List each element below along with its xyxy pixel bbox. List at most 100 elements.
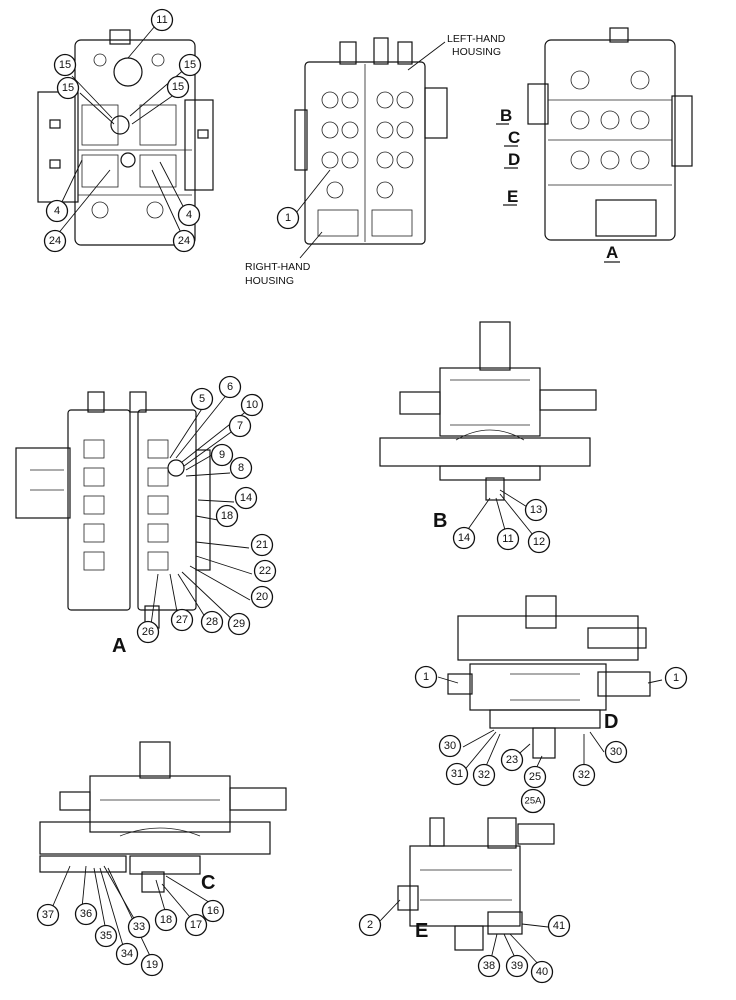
svg-text:24: 24 xyxy=(49,235,61,247)
svg-text:20: 20 xyxy=(256,591,268,603)
callout-top-left-15: 15 xyxy=(56,76,80,100)
callout-view-a-5: 5 xyxy=(190,387,214,411)
svg-text:2: 2 xyxy=(367,919,373,931)
callout-top-left-15: 15 xyxy=(178,53,202,77)
callout-view-b-11: 11 xyxy=(496,527,520,551)
callout-view-e-41: 41 xyxy=(547,914,571,938)
svg-text:23: 23 xyxy=(506,754,518,766)
svg-text:5: 5 xyxy=(199,393,205,405)
right-housing-label-line1: RIGHT-HAND xyxy=(245,261,311,273)
view-b-label: B xyxy=(433,510,447,532)
svg-text:35: 35 xyxy=(100,930,112,942)
view-c-label: C xyxy=(201,872,215,894)
svg-text:29: 29 xyxy=(233,618,245,630)
left-housing-label-line1: LEFT-HAND xyxy=(447,33,506,45)
callout-view-d-32: 32 xyxy=(472,763,496,787)
svg-text:11: 11 xyxy=(156,14,167,26)
callout-view-c-33: 33 xyxy=(127,915,151,939)
svg-text:37: 37 xyxy=(42,909,54,921)
callout-view-c-37: 37 xyxy=(36,903,60,927)
svg-text:15: 15 xyxy=(172,81,184,93)
svg-text:11: 11 xyxy=(502,533,513,545)
svg-text:4: 4 xyxy=(186,209,192,221)
section-mark-d: D xyxy=(508,150,520,169)
view-e-label: E xyxy=(415,920,428,942)
svg-text:25: 25 xyxy=(529,771,541,783)
svg-text:16: 16 xyxy=(207,905,219,917)
callout-view-a-10: 10 xyxy=(240,393,264,417)
svg-text:41: 41 xyxy=(553,920,565,932)
svg-text:28: 28 xyxy=(206,616,218,628)
callout-view-c-16: 16 xyxy=(201,899,225,923)
svg-text:24: 24 xyxy=(178,235,190,247)
svg-text:33: 33 xyxy=(133,921,145,933)
view-a-label: A xyxy=(112,635,126,657)
top-middle-valve-drawing xyxy=(294,37,448,245)
svg-text:1: 1 xyxy=(285,212,291,224)
callout-view-d-1: 1 xyxy=(414,665,438,689)
svg-text:19: 19 xyxy=(146,959,158,971)
svg-text:9: 9 xyxy=(219,449,225,461)
callout-top-left-4: 4 xyxy=(177,203,201,227)
callout-view-c-36: 36 xyxy=(74,902,98,926)
callout-view-d-30: 30 xyxy=(438,734,462,758)
svg-text:40: 40 xyxy=(536,966,548,978)
callout-view-a-7: 7 xyxy=(228,414,252,438)
callout-view-a-22: 22 xyxy=(253,559,277,583)
left-housing-label-line2: HOUSING xyxy=(452,46,501,58)
callout-view-a-29: 29 xyxy=(227,612,251,636)
svg-text:15: 15 xyxy=(184,59,196,71)
callout-view-a-28: 28 xyxy=(200,610,224,634)
svg-text:15: 15 xyxy=(59,59,71,71)
callout-view-a-14: 14 xyxy=(234,486,258,510)
callout-view-d-31: 31 xyxy=(445,762,469,786)
callout-view-e-40: 40 xyxy=(530,960,554,984)
svg-text:30: 30 xyxy=(444,740,456,752)
callout-top-left-4: 4 xyxy=(45,199,69,223)
callout-view-c-34: 34 xyxy=(115,942,139,966)
top-right-valve-drawing xyxy=(527,27,693,241)
callout-view-a-18: 18 xyxy=(215,504,239,528)
svg-text:18: 18 xyxy=(160,914,172,926)
callout-view-d-30: 30 xyxy=(604,740,628,764)
svg-text:4: 4 xyxy=(54,205,60,217)
callout-view-d-25A: 25A xyxy=(520,788,546,814)
callout-view-d-1: 1 xyxy=(664,666,688,690)
svg-text:14: 14 xyxy=(240,492,252,504)
housing-annotations: LEFT-HAND HOUSING RIGHT-HAND HOUSING xyxy=(245,33,506,287)
svg-text:1: 1 xyxy=(673,672,679,684)
callout-view-d-32: 32 xyxy=(572,763,596,787)
svg-text:13: 13 xyxy=(530,504,542,516)
callout-view-a-27: 27 xyxy=(170,608,194,632)
callout-top-left-24: 24 xyxy=(172,229,196,253)
svg-text:32: 32 xyxy=(578,769,590,781)
right-housing-label-line2: HOUSING xyxy=(245,275,294,287)
view-d-drawing xyxy=(447,595,651,759)
callout-view-a-6: 6 xyxy=(218,375,242,399)
svg-text:15: 15 xyxy=(62,82,74,94)
svg-text:6: 6 xyxy=(227,381,233,393)
callout-top-middle-1: 1 xyxy=(276,206,300,230)
callout-view-a-20: 20 xyxy=(250,585,274,609)
svg-text:25A: 25A xyxy=(525,796,543,807)
svg-text:39: 39 xyxy=(511,960,523,972)
svg-text:32: 32 xyxy=(478,769,490,781)
callout-view-b-14: 14 xyxy=(452,526,476,550)
svg-text:21: 21 xyxy=(256,539,268,551)
svg-text:38: 38 xyxy=(483,960,495,972)
svg-text:17: 17 xyxy=(190,919,202,931)
callout-view-c-17: 17 xyxy=(184,913,208,937)
callout-view-e-38: 38 xyxy=(477,954,501,978)
callout-view-b-13: 13 xyxy=(524,498,548,522)
callout-top-left-15: 15 xyxy=(53,53,77,77)
callout-view-a-26: 26 xyxy=(136,620,160,644)
svg-text:31: 31 xyxy=(451,768,463,780)
callout-view-c-18: 18 xyxy=(154,908,178,932)
svg-text:10: 10 xyxy=(246,399,258,411)
svg-text:27: 27 xyxy=(176,614,188,626)
section-mark-a: A xyxy=(606,243,618,262)
section-marks: B C D E A xyxy=(496,106,620,263)
callout-view-a-21: 21 xyxy=(250,533,274,557)
